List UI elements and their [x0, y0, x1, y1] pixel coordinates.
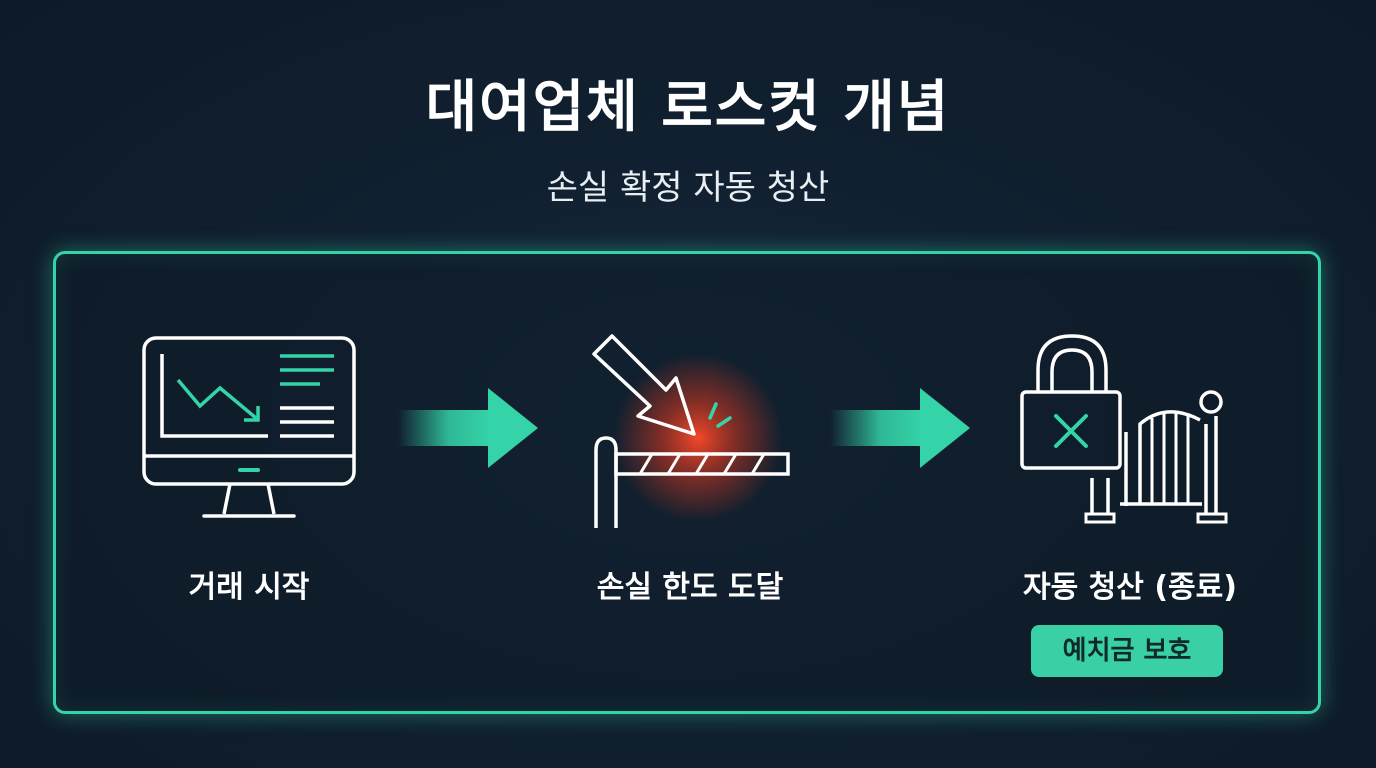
deposit-protection-badge: 예치금 보호 — [1031, 625, 1223, 677]
step-label-auto-liquidation: 자동 청산 (종료) — [1023, 570, 1237, 605]
step-label-loss-limit: 손실 한도 도달 — [596, 570, 784, 605]
monitor-chart-icon — [142, 336, 356, 518]
page-subtitle: 손실 확정 자동 청산 — [546, 168, 830, 208]
flow-arrow-icon — [398, 388, 538, 468]
flow-arrow-icon — [830, 388, 970, 468]
page-title: 대여업체 로스컷 개념 — [425, 75, 951, 140]
barrier-arrow-icon — [592, 334, 790, 528]
lock-gate-icon — [1020, 334, 1228, 524]
step-label-trade-start: 거래 시작 — [188, 570, 310, 605]
